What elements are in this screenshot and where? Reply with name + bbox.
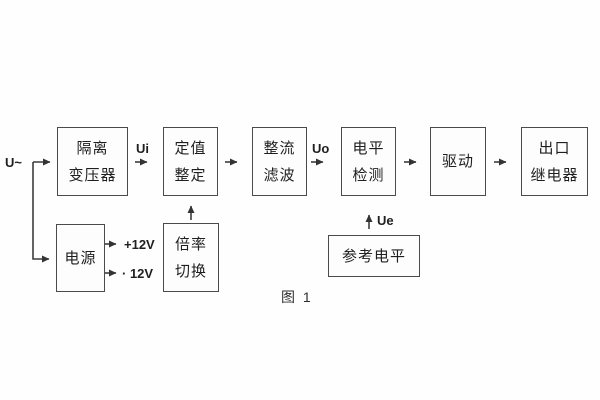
block-setting-line2: 整定 <box>174 166 207 184</box>
block-output-relay-line2: 继电器 <box>530 166 579 184</box>
block-rectifier-filter: 整流 滤波 <box>252 127 307 196</box>
block-setting: 定值 整定 <box>163 127 218 196</box>
block-isolation-transformer-line2: 变压器 <box>68 166 117 184</box>
block-level-detection: 电平 检测 <box>341 127 396 196</box>
block-reference-level-line1: 参考电平 <box>341 247 406 265</box>
block-drive: 驱动 <box>430 127 486 196</box>
block-setting-line1: 定值 <box>174 139 207 157</box>
block-level-detection-line2: 检测 <box>352 166 385 184</box>
block-reference-level: 参考电平 <box>328 235 420 277</box>
figure-caption: 图 1 <box>281 289 313 305</box>
block-rectifier-filter-line1: 整流 <box>263 139 296 157</box>
block-isolation-transformer-line1: 隔离 <box>76 139 109 157</box>
label-input-voltage: U~ <box>5 155 22 170</box>
label-minus-12v: · 12V <box>122 266 154 281</box>
block-level-detection-line1: 电平 <box>352 139 385 157</box>
label-ue: Ue <box>377 213 394 228</box>
block-power-supply: 电源 <box>56 224 105 292</box>
block-ratio-switch-line1: 倍率 <box>174 235 207 253</box>
block-output-relay: 出口 继电器 <box>521 127 588 196</box>
label-uo: Uo <box>312 141 330 156</box>
block-rectifier-filter-line2: 滤波 <box>263 166 296 184</box>
label-plus-12v: +12V <box>124 237 155 252</box>
label-ui: Ui <box>136 141 149 156</box>
block-ratio-switch: 倍率 切换 <box>163 223 219 292</box>
block-isolation-transformer: 隔离 变压器 <box>57 127 128 196</box>
block-drive-line1: 驱动 <box>441 153 474 170</box>
block-output-relay-line1: 出口 <box>538 139 571 157</box>
block-power-supply-line1: 电源 <box>64 249 97 267</box>
wire-input-to-power <box>32 162 50 263</box>
block-ratio-switch-line2: 切换 <box>174 262 207 280</box>
